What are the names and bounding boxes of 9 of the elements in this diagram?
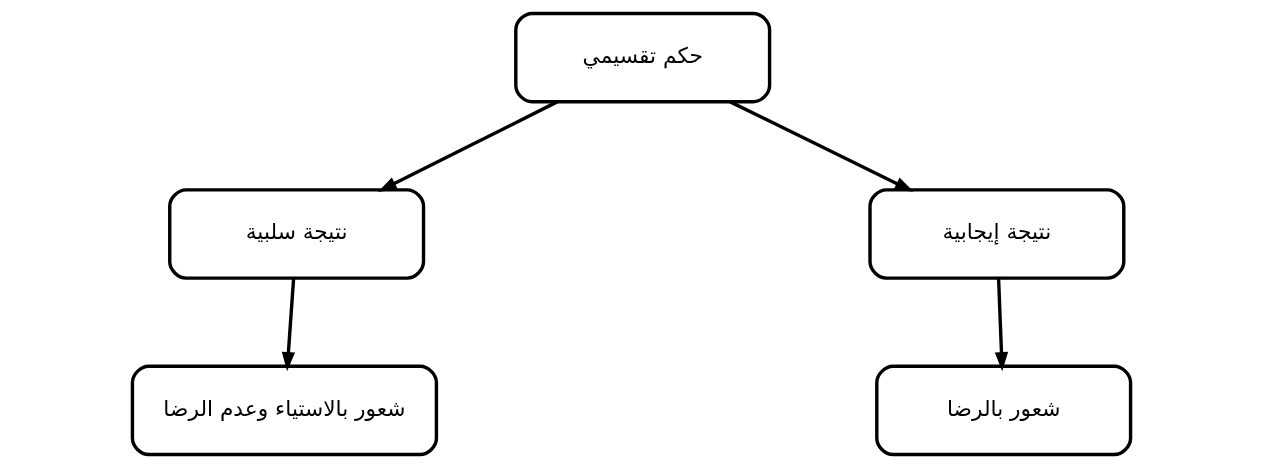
node-box: شعور بالرضا <box>875 364 1133 457</box>
arrow <box>729 100 914 192</box>
arrow <box>994 278 1009 372</box>
arrow <box>377 100 558 192</box>
node-box: شعور بالاستياء وعدم الرضا <box>130 364 439 457</box>
node-box: نتيجة إيجابية <box>868 188 1126 280</box>
node-box: نتيجة سلبية <box>168 188 426 280</box>
arrow <box>281 278 296 372</box>
node-box: حكم تقسيمي <box>514 11 772 104</box>
